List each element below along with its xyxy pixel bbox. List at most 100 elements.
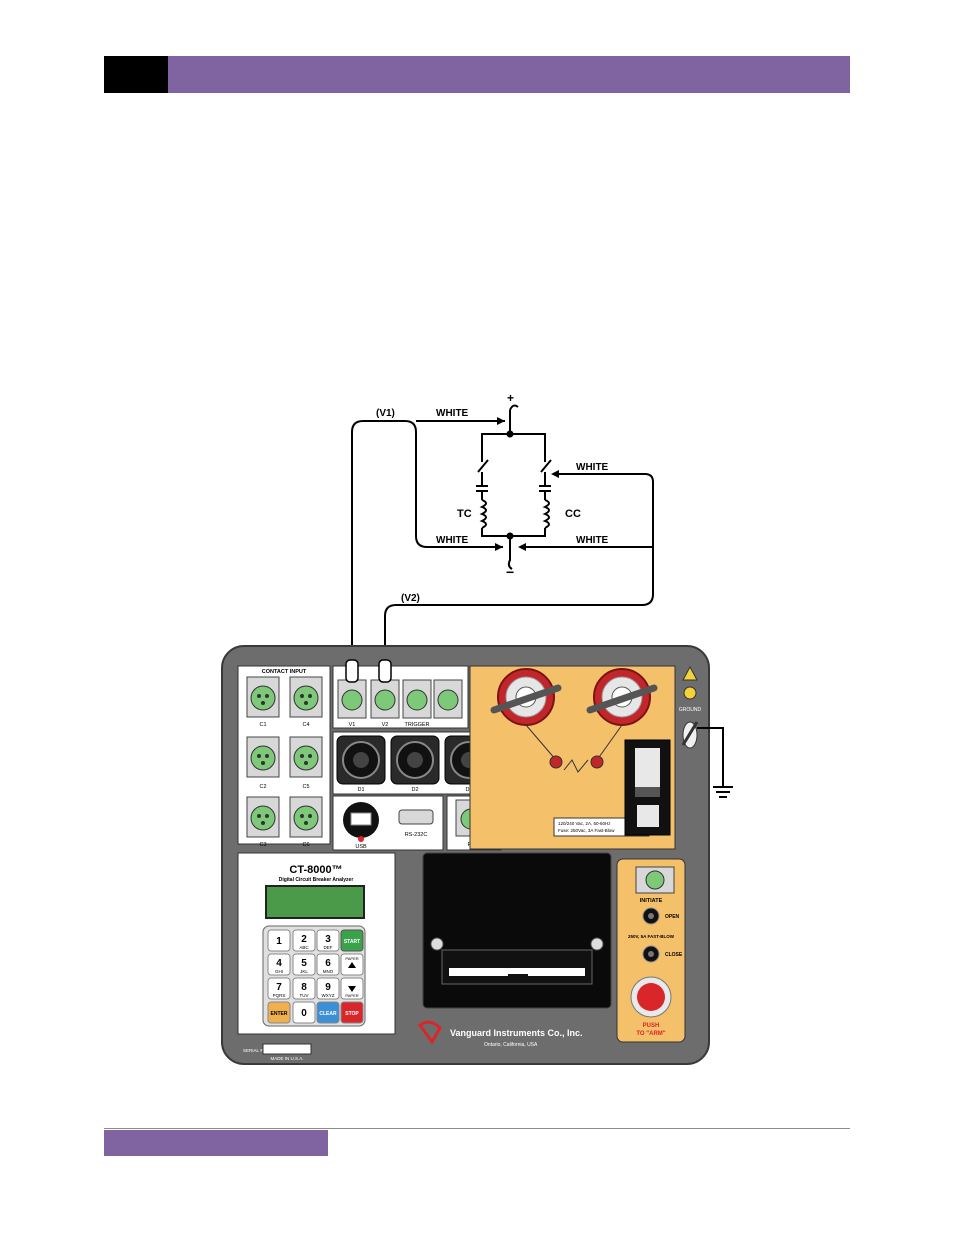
to-arm-label: TO "ARM" [636,1031,665,1037]
c4-connector[interactable]: C4 [289,676,323,728]
power-switch[interactable] [624,739,671,836]
white-label-top: WHITE [436,408,469,419]
enter-key[interactable]: ENTER [267,1001,291,1024]
thermal-printer[interactable] [422,852,612,1009]
cc-52b-contact [540,456,552,486]
fuse-line-2: Fuse: 250Vac, 3A Fast-Blow [558,828,615,833]
c6-connector[interactable]: C6 [289,796,323,848]
arrow-up-icon [348,962,356,968]
cc-label: CC [565,508,581,520]
v1-label-panel: V1 [349,722,356,728]
model-subtitle: Digital Circuit Breaker Analyzer [279,877,354,883]
v2-lead-wire [384,473,654,668]
d3-label: D3 [465,787,472,793]
stop-key[interactable]: STOP [340,1001,364,1024]
clear-key[interactable]: CLEAR [316,1001,340,1024]
fuse-line-1: 120/240 Vac, 2A, 50-60Hz [558,821,611,826]
usb-port[interactable]: USB [343,802,379,850]
c3-label: C3 [259,842,266,848]
company-name: Vanguard Instruments Co., Inc. [450,1028,583,1038]
svg-text:START: START [344,939,360,945]
v1-lead-wire [351,420,503,668]
right-high-current-terminal[interactable] [586,668,658,726]
c5-connector[interactable]: C5 [289,736,323,790]
arrow-negative-left [495,543,503,551]
warning-icon [682,665,698,681]
footer-rule [104,1128,850,1129]
svg-text:WXYZ: WXYZ [322,993,335,998]
c1-label: C1 [259,722,266,728]
svg-text:CLEAR: CLEAR [319,1011,337,1017]
tc-coil [479,499,487,529]
v2-connector[interactable]: V2 [370,679,400,728]
trigger-connector[interactable]: TRIGGER [402,679,463,728]
white-label-cc: WHITE [576,462,609,473]
c2-connector[interactable]: C2 [246,736,280,790]
right-jack[interactable] [590,755,604,769]
tc-aux-contact [476,485,488,500]
white-label-bottom-left: WHITE [436,535,469,546]
svg-text:PQRS: PQRS [273,993,286,998]
negative-label: − [506,564,514,580]
svg-text:MNO: MNO [323,969,334,974]
cc-aux-contact [539,485,551,500]
left-high-current-terminal[interactable] [490,668,562,726]
paper-down-key[interactable]: PAPER [340,977,364,1000]
arm-button[interactable] [630,976,672,1018]
v1-connector[interactable]: V1 [337,679,367,728]
push-label: PUSH [643,1023,660,1029]
arrow-down-icon [348,986,356,992]
svg-text:GHI: GHI [275,969,283,974]
left-jack[interactable] [549,755,563,769]
svg-text:3: 3 [325,934,331,945]
c4-label: C4 [302,722,309,728]
usb-label: USB [355,844,367,850]
d2-connector[interactable]: D2 [390,735,440,793]
company-location: Ontario, California, USA [484,1042,538,1048]
v2-label-panel: V2 [382,722,389,728]
positive-label: + [507,391,514,405]
initiate-connector[interactable]: INITIATE [635,866,675,904]
c6-label: C6 [302,842,309,848]
key-1[interactable]: 1 [267,929,291,952]
c3-connector[interactable]: C3 [246,796,280,848]
svg-text:PAPER: PAPER [345,993,358,998]
open-label: OPEN [665,914,680,920]
svg-text:0: 0 [301,1008,307,1019]
svg-text:1: 1 [276,936,282,947]
rs232-port[interactable]: RS-232C [398,809,434,838]
svg-text:PAPER: PAPER [345,956,358,961]
open-jack[interactable]: OPEN [642,907,680,925]
key-0[interactable]: 0 [292,1001,316,1024]
terminal-leader-lines [525,724,623,761]
svg-text:TUV: TUV [300,993,309,998]
v1-cable-plug [345,659,359,683]
ground-terminal[interactable] [681,721,699,749]
paper-up-key[interactable]: PAPER [340,953,364,976]
svg-text:7: 7 [276,982,282,993]
bus-node-top [506,430,514,438]
svg-text:ABC: ABC [299,945,309,950]
c1-connector[interactable]: C1 [246,676,280,728]
svg-text:8: 8 [301,982,307,993]
close-jack[interactable]: CLOSE [642,945,683,963]
arrow-negative-right [518,543,526,551]
start-key[interactable]: START [340,929,364,952]
ground-wire [697,727,724,787]
made-in-label: MADE IN U.S.A. [270,1056,303,1061]
fuse-symbol [563,759,589,773]
positive-terminal [509,404,519,411]
d1-connector[interactable]: D1 [336,735,386,793]
close-label: CLOSE [665,952,683,958]
v2-cable-plug [378,659,392,683]
v2-label: (V2) [401,593,420,604]
